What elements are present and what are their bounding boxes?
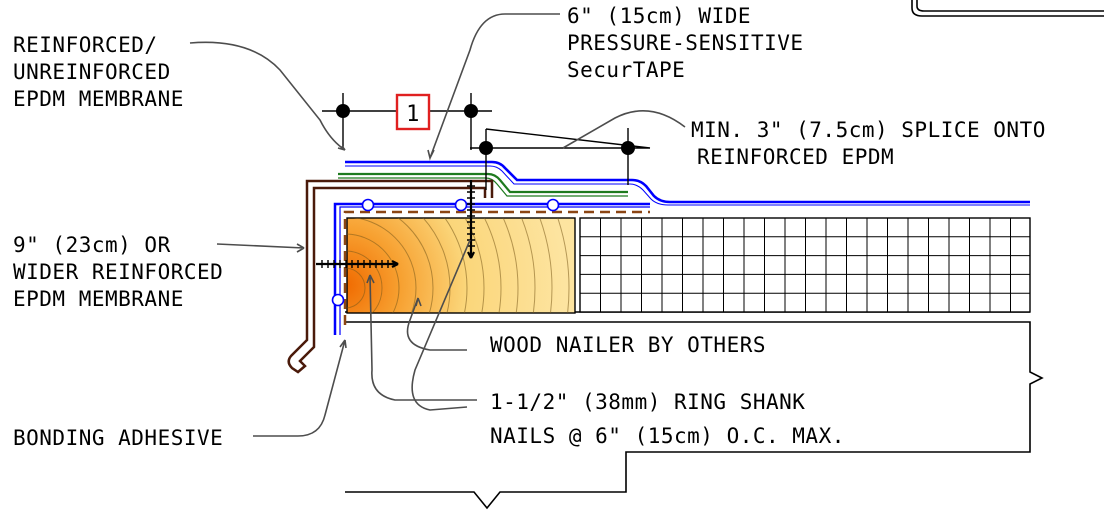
label-line: WIDER REINFORCED	[13, 260, 223, 284]
label-line: UNREINFORCED	[13, 60, 171, 84]
label-line: SecurTAPE	[567, 58, 685, 82]
ring-shank-nail-vertical	[467, 180, 475, 259]
splice-dimension	[470, 128, 651, 190]
label-line: PRESSURE-SENSITIVE	[567, 31, 804, 55]
detail-tag: 1	[395, 93, 431, 131]
leader-lines	[189, 13, 686, 437]
label-line: 6" (15cm) WIDE	[567, 4, 751, 28]
label-line: REINFORCED/	[13, 33, 158, 57]
label-nails: 1-1/2" (38mm) RING SHANK NAILS @ 6" (15c…	[490, 390, 845, 448]
label-line: EPDM MEMBRANE	[13, 87, 184, 111]
ring-shank-nail-horizontal	[316, 260, 399, 268]
insulation-board	[579, 217, 1031, 313]
label-bonding-adhesive: BONDING ADHESIVE	[13, 426, 223, 450]
label-line: EPDM MEMBRANE	[13, 287, 184, 311]
bonding-adhesive-line	[343, 210, 650, 325]
label-wider-membrane: 9" (23cm) OR WIDER REINFORCED EPDM MEMBR…	[13, 233, 223, 311]
edge-metal	[287, 179, 494, 374]
label-line: NAILS @ 6" (15cm) O.C. MAX.	[490, 424, 845, 448]
wood-nailer	[346, 217, 576, 314]
field-membrane	[345, 160, 1030, 206]
label-reinforced-membrane: REINFORCED/ UNREINFORCED EPDM MEMBRANE	[13, 33, 184, 111]
label-line: REINFORCED EPDM	[697, 145, 894, 169]
detail-tag-number: 1	[406, 102, 420, 127]
label-splice: MIN. 3" (7.5cm) SPLICE ONTO REINFORCED E…	[691, 118, 1046, 169]
label-securtape: 6" (15cm) WIDE PRESSURE-SENSITIVE SecurT…	[567, 4, 804, 82]
label-line: 1-1/2" (38mm) RING SHANK	[490, 390, 805, 414]
securtape-strip	[338, 172, 628, 197]
wider-reinforced-membrane	[333, 202, 650, 335]
label-line: 9" (23cm) OR	[13, 233, 171, 257]
seam-markers	[331, 198, 560, 307]
label-line: MIN. 3" (7.5cm) SPLICE ONTO	[691, 118, 1046, 142]
label-wood-nailer: WOOD NAILER BY OTHERS	[490, 333, 766, 357]
frame-corner	[911, 0, 1104, 17]
